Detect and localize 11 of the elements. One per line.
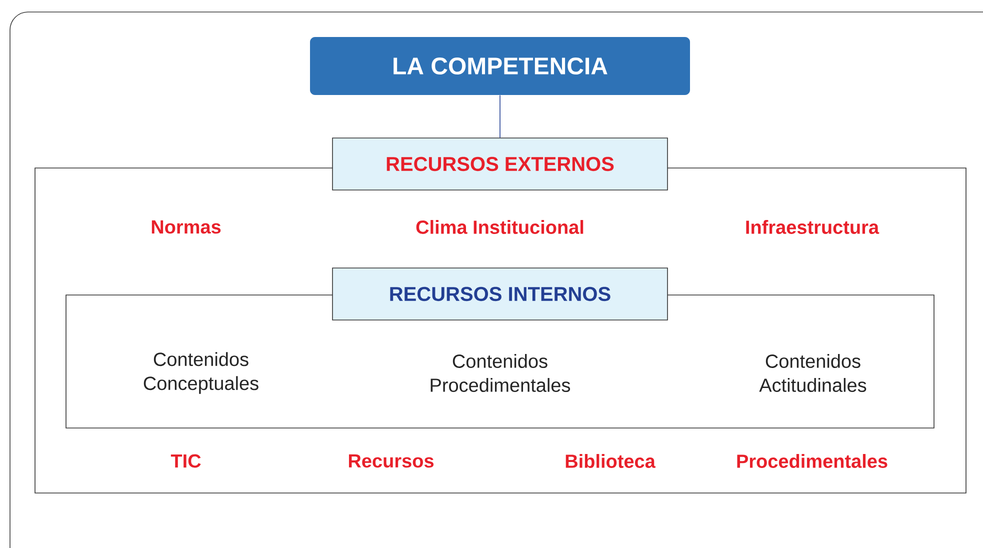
resource-label: Clima Institucional: [416, 220, 584, 234]
resource-label: TIC: [170, 454, 201, 468]
resource-label: Infraestructura: [746, 220, 880, 234]
content-label: Contenidos Actitudinales: [759, 354, 866, 392]
resource-label: Normas: [152, 220, 221, 234]
resource-label: Procedimentales: [737, 454, 888, 468]
resource-label: Recursos: [348, 454, 434, 468]
content-label: Contenidos Conceptuales: [144, 352, 258, 394]
resource-label: Biblioteca: [566, 454, 656, 468]
content-label: Contenidos Procedimentales: [430, 354, 570, 392]
title-box: LA COMPETENCIA: [310, 37, 690, 95]
